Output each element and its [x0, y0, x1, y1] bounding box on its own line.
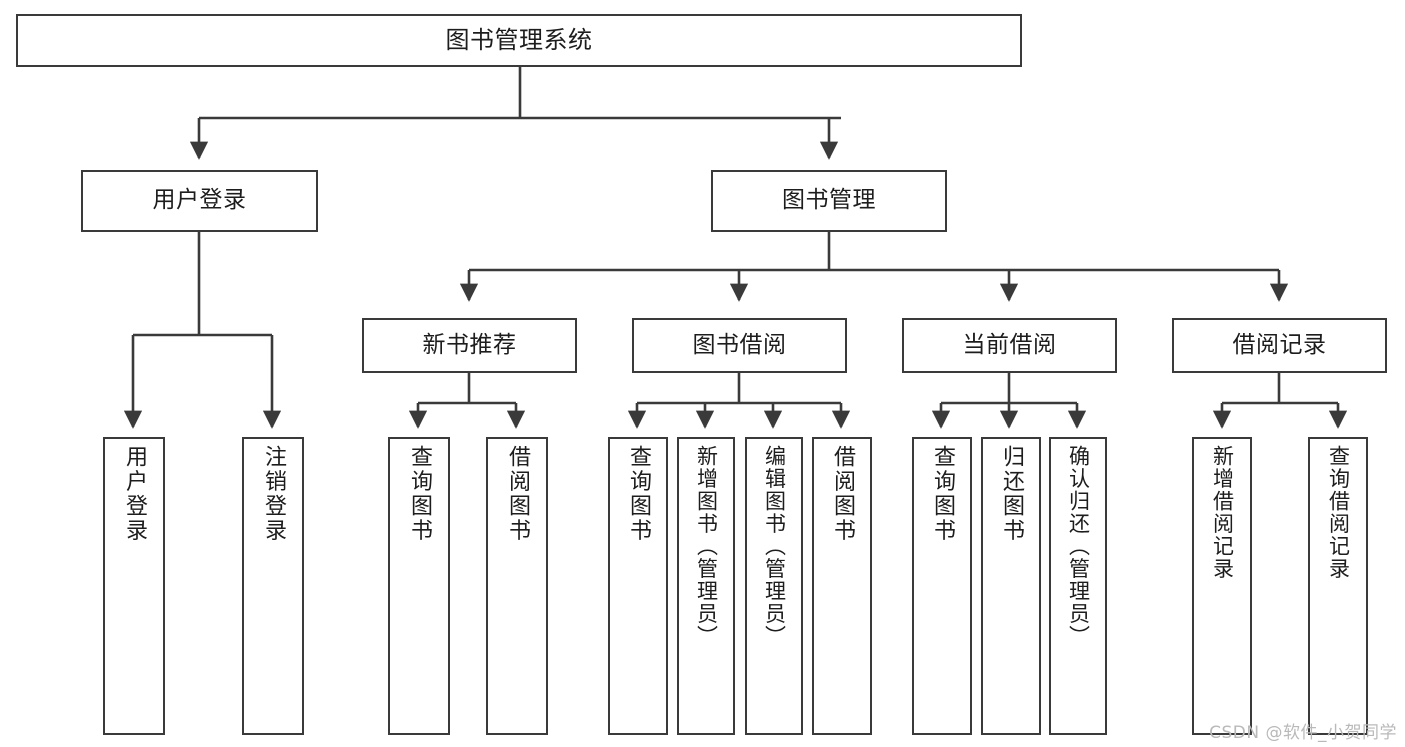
node-user-login[interactable]: 用户登录 [81, 170, 318, 232]
leaf-logout-login[interactable]: 注销登录 [242, 437, 304, 735]
leaf-add-book[interactable]: 新增图书（管理员） [677, 437, 735, 735]
node-current-borrow-label: 当前借阅 [962, 331, 1057, 358]
leaf-borrow-book-1[interactable]: 借阅图书 [486, 437, 548, 735]
leaf-user-login-label: 用户登录 [122, 445, 147, 543]
leaf-add-book-label: 新增图书（管理员） [694, 445, 719, 648]
leaf-query-record-label: 查询借阅记录 [1326, 445, 1351, 580]
leaf-borrow-book-2-label: 借阅图书 [830, 445, 855, 543]
node-book-manage-label: 图书管理 [782, 187, 876, 214]
leaf-add-record-label: 新增借阅记录 [1210, 445, 1235, 580]
leaf-return-book[interactable]: 归还图书 [981, 437, 1041, 735]
node-root[interactable]: 图书管理系统 [16, 14, 1022, 67]
node-book-borrow[interactable]: 图书借阅 [632, 318, 847, 373]
leaf-return-book-label: 归还图书 [999, 445, 1024, 543]
leaf-borrow-book-1-label: 借阅图书 [505, 445, 530, 543]
leaf-edit-book-label: 编辑图书（管理员） [762, 445, 787, 648]
node-user-login-label: 用户登录 [152, 187, 247, 214]
node-new-book-recommend-label: 新书推荐 [422, 331, 517, 358]
leaf-logout-login-label: 注销登录 [261, 445, 286, 543]
leaf-confirm-return-label: 确认归还（管理员） [1066, 445, 1091, 648]
leaf-query-book-2[interactable]: 查询图书 [608, 437, 668, 735]
node-borrow-record[interactable]: 借阅记录 [1172, 318, 1387, 373]
leaf-add-record[interactable]: 新增借阅记录 [1192, 437, 1252, 735]
leaf-borrow-book-2[interactable]: 借阅图书 [812, 437, 872, 735]
node-root-label: 图书管理系统 [445, 26, 593, 55]
leaf-user-login[interactable]: 用户登录 [103, 437, 165, 735]
node-borrow-record-label: 借阅记录 [1232, 331, 1327, 358]
leaf-query-book-1-label: 查询图书 [407, 445, 432, 543]
node-current-borrow[interactable]: 当前借阅 [902, 318, 1117, 373]
leaf-edit-book[interactable]: 编辑图书（管理员） [745, 437, 803, 735]
leaf-query-book-1[interactable]: 查询图书 [388, 437, 450, 735]
leaf-query-book-3[interactable]: 查询图书 [912, 437, 972, 735]
leaf-query-book-3-label: 查询图书 [930, 445, 955, 543]
node-book-borrow-label: 图书借阅 [692, 331, 787, 358]
leaf-confirm-return[interactable]: 确认归还（管理员） [1049, 437, 1107, 735]
node-book-manage[interactable]: 图书管理 [711, 170, 947, 232]
leaf-query-record[interactable]: 查询借阅记录 [1308, 437, 1368, 735]
leaf-query-book-2-label: 查询图书 [626, 445, 651, 543]
node-new-book-recommend[interactable]: 新书推荐 [362, 318, 577, 373]
watermark: CSDN @软件_小贺同学 [1209, 723, 1397, 743]
